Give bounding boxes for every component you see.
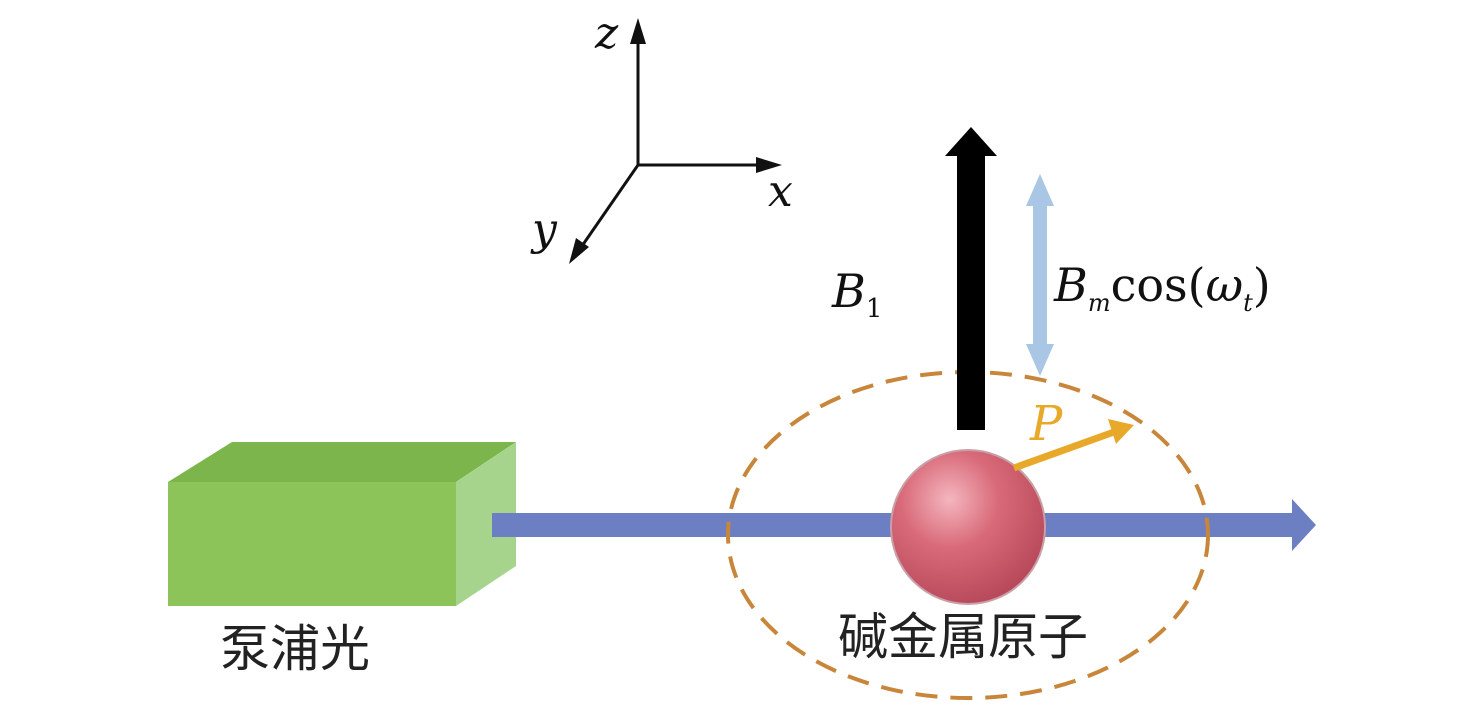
coordinate-axes [569,18,782,264]
z-axis-arrowhead [630,18,646,44]
bm-label-base: B [1054,258,1088,312]
x-axis-arrowhead [756,157,782,173]
bm-label-omega-sub: t [1243,289,1253,317]
pump-light-box [168,442,516,606]
p-label: P [1030,396,1063,452]
p-arrowhead [1108,419,1134,444]
pump-box-side-face [456,442,516,606]
b1-label: B1 [832,268,882,322]
bm-arrowhead-top [1026,174,1054,206]
alkali-atom-label: 碱金属原子 [838,608,1088,666]
bm-label-omega: ω [1205,258,1244,312]
b1-field-arrow [945,127,997,430]
pump-beam-arrowhead [1292,499,1316,551]
alkali-atom-sphere [890,449,1046,605]
y-axis-arrowhead [569,238,589,264]
pump-light-label: 泵浦光 [220,620,370,678]
polarization-vector [1012,419,1134,472]
pump-box-front-face [168,482,456,606]
bm-label-close: ) [1252,258,1271,312]
bm-arrowhead-bottom [1026,344,1054,376]
y-axis-line [580,164,640,247]
b1-label-base: B [832,264,866,318]
b1-arrow-shaft [957,150,985,430]
bm-label-sub: m [1087,289,1111,317]
x-axis-label: x [768,166,793,217]
bm-field-double-arrow [1026,174,1054,376]
p-arrow-shaft [1012,428,1116,472]
b1-label-sub: 1 [865,294,883,324]
b1-arrowhead [945,127,997,156]
y-axis-label: y [532,204,557,255]
z-axis-label: z [595,8,619,59]
bm-label-func: cos( [1110,258,1206,312]
bm-arrow-shaft [1033,198,1047,350]
pump-box-top-face [168,442,516,482]
bm-label: Bmcos(ωt) [1054,262,1271,315]
